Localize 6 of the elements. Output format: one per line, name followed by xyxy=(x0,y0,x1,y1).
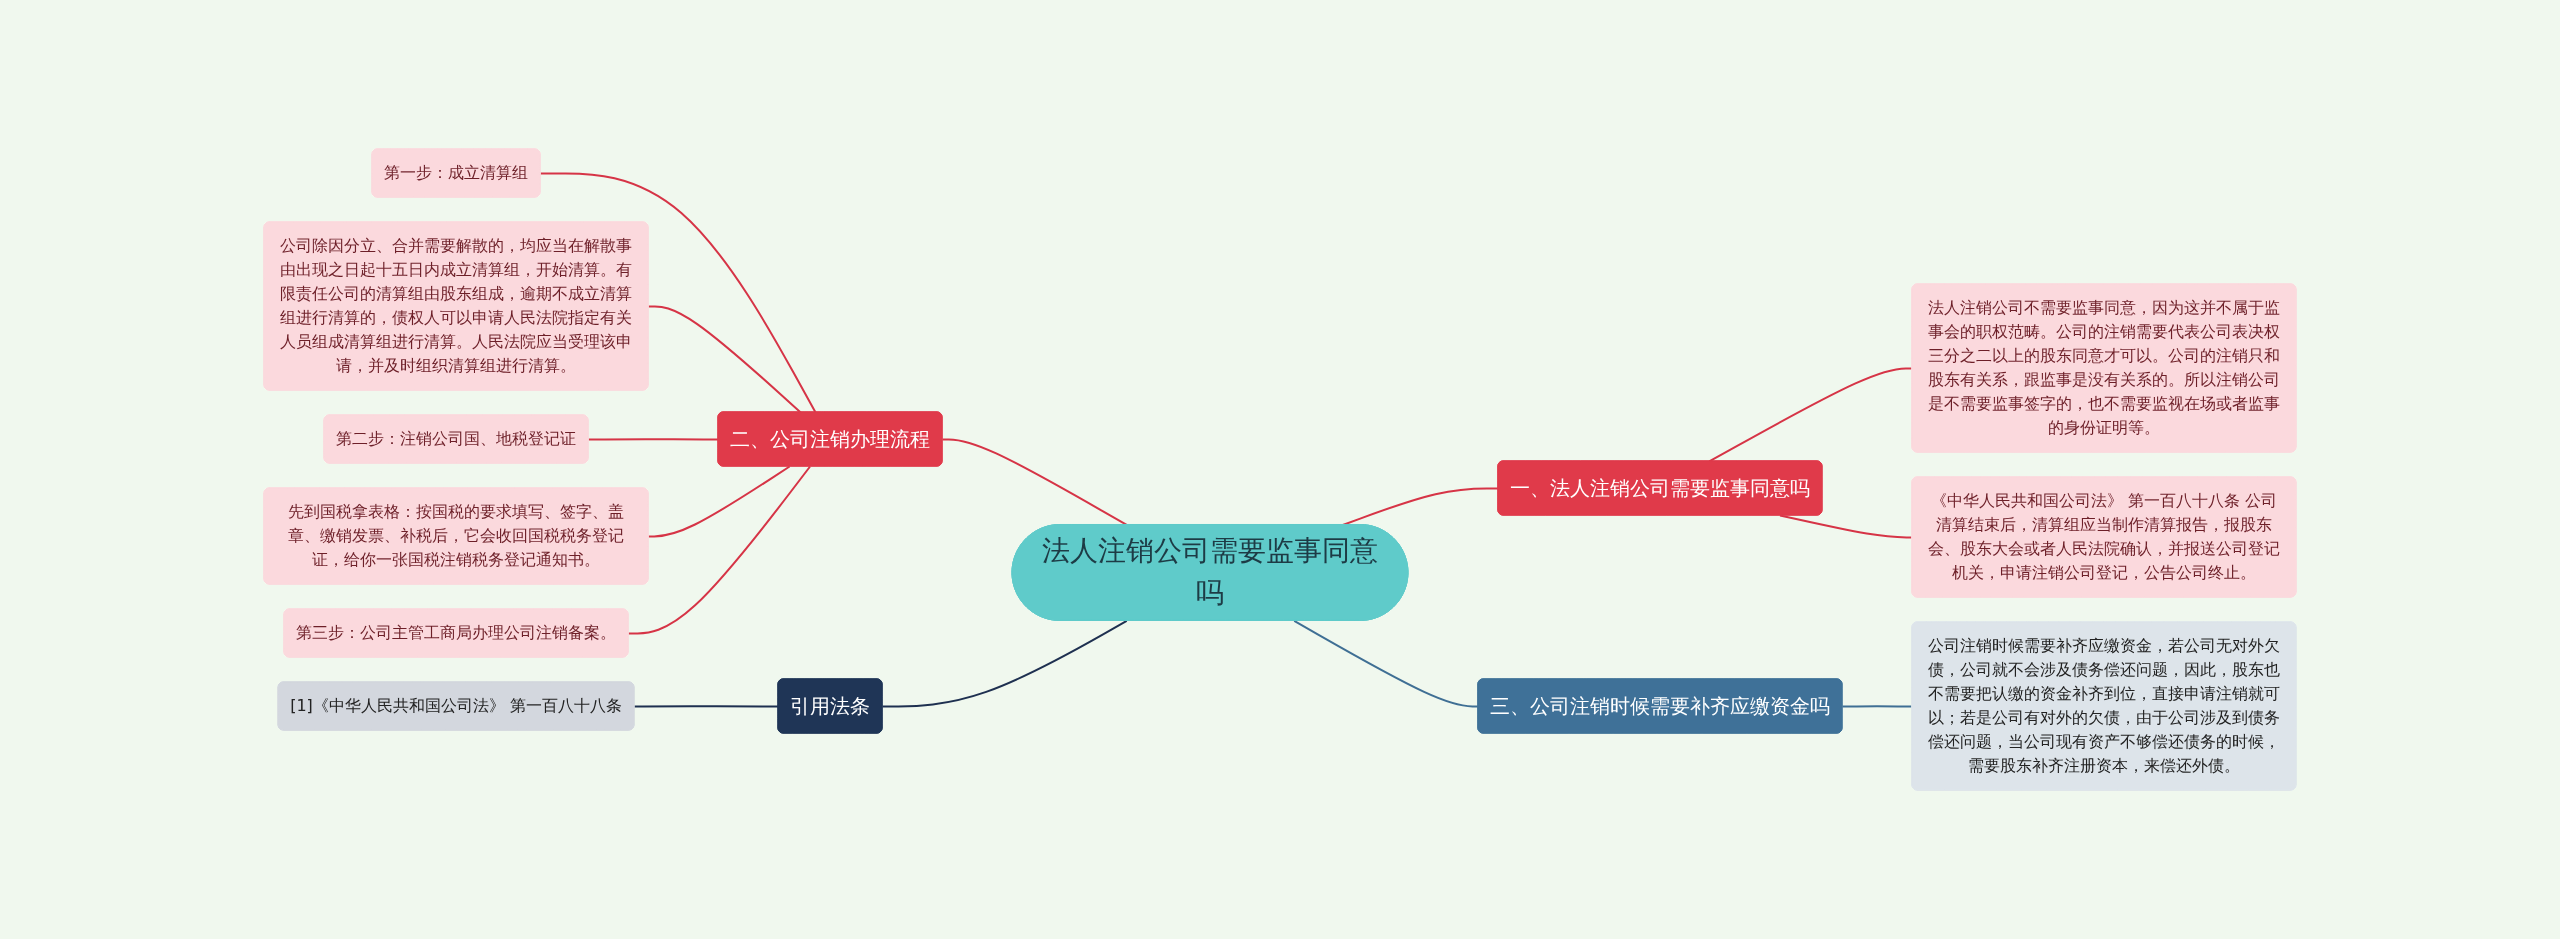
connector xyxy=(587,438,720,441)
connector xyxy=(633,705,780,708)
connector xyxy=(881,620,1128,708)
connector xyxy=(627,465,812,635)
connector xyxy=(941,438,1128,526)
connector xyxy=(647,465,791,538)
